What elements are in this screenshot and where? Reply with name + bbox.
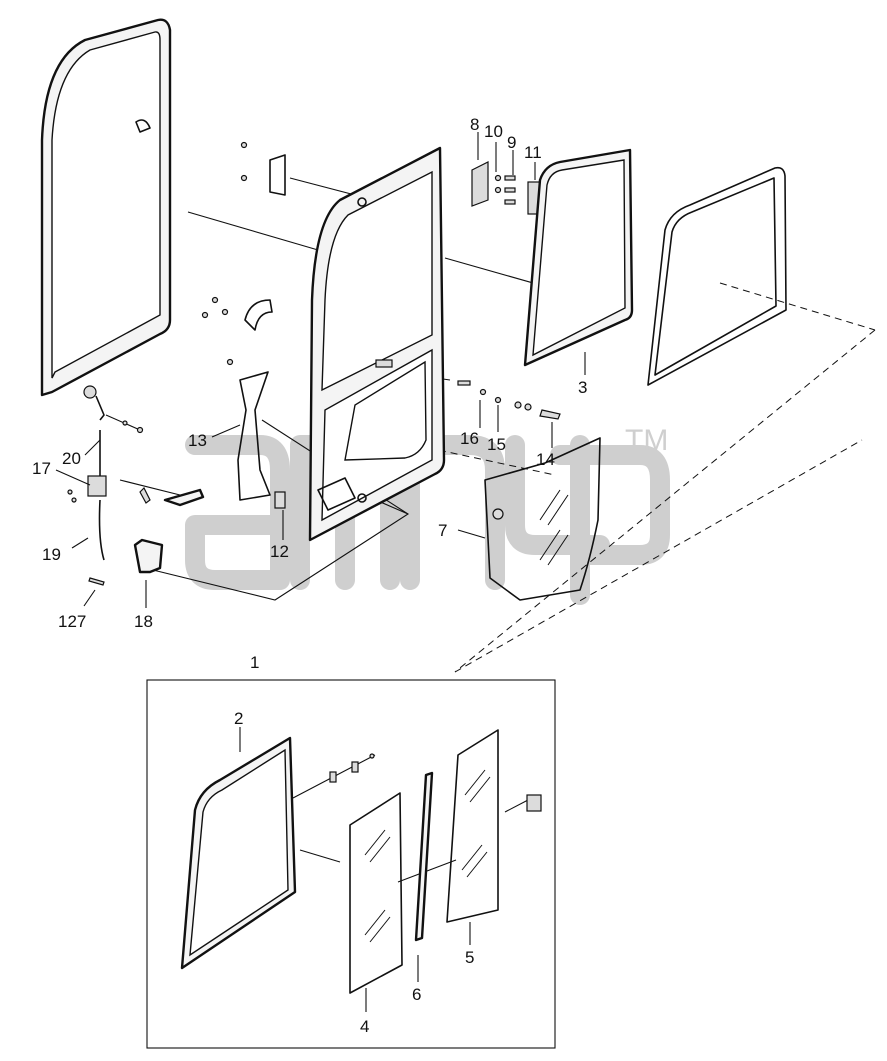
callout-20: 20 bbox=[62, 449, 81, 468]
hinge-hardware-set bbox=[471, 161, 541, 215]
callout-6: 6 bbox=[412, 985, 421, 1004]
callout-7: 7 bbox=[438, 521, 447, 540]
watermark-tm: TM bbox=[625, 424, 668, 457]
callout-2: 2 bbox=[234, 709, 243, 728]
callout-9: 9 bbox=[507, 133, 516, 152]
callout-16: 16 bbox=[460, 429, 479, 448]
part-12-hinge bbox=[274, 491, 286, 509]
assembly-box bbox=[146, 679, 556, 1049]
callout-17: 17 bbox=[32, 459, 51, 478]
part-3-window bbox=[523, 148, 634, 367]
callout-11: 11 bbox=[524, 143, 542, 162]
part-4-glass bbox=[349, 792, 403, 994]
callout-4: 4 bbox=[360, 1017, 369, 1036]
callout-10: 10 bbox=[484, 122, 503, 141]
latch-hardware bbox=[457, 380, 561, 420]
door-handle-middle bbox=[201, 296, 273, 366]
callouts: 1 2 3 4 5 6 7 8 9 10 11 12 13 14 15 16 1… bbox=[32, 115, 587, 1036]
callout-1: 1 bbox=[250, 653, 259, 672]
callout-5: 5 bbox=[465, 948, 474, 967]
callout-15: 15 bbox=[487, 435, 506, 454]
callout-leaders bbox=[55, 132, 586, 1012]
callout-14: 14 bbox=[536, 450, 555, 469]
part-13-bracket bbox=[237, 371, 271, 501]
callout-19: 19 bbox=[42, 545, 61, 564]
callout-127: 127 bbox=[58, 612, 86, 631]
dashed-guides bbox=[344, 282, 876, 673]
callout-12: 12 bbox=[270, 542, 289, 561]
callout-18: 18 bbox=[134, 612, 153, 631]
door-handle-upper bbox=[240, 141, 286, 196]
callout-3: 3 bbox=[578, 378, 587, 397]
part-5-glass bbox=[446, 729, 499, 923]
left-window-frame bbox=[40, 18, 172, 397]
callout-8: 8 bbox=[470, 115, 479, 134]
part-2-frame bbox=[180, 736, 297, 970]
door-frame bbox=[308, 146, 446, 542]
part-7-glass bbox=[484, 437, 601, 601]
left-latch-assembly bbox=[67, 385, 205, 586]
assembly-small-hardware bbox=[329, 753, 542, 812]
window-seal bbox=[647, 166, 787, 386]
callout-13: 13 bbox=[188, 431, 207, 450]
part-6-strip bbox=[414, 771, 434, 942]
